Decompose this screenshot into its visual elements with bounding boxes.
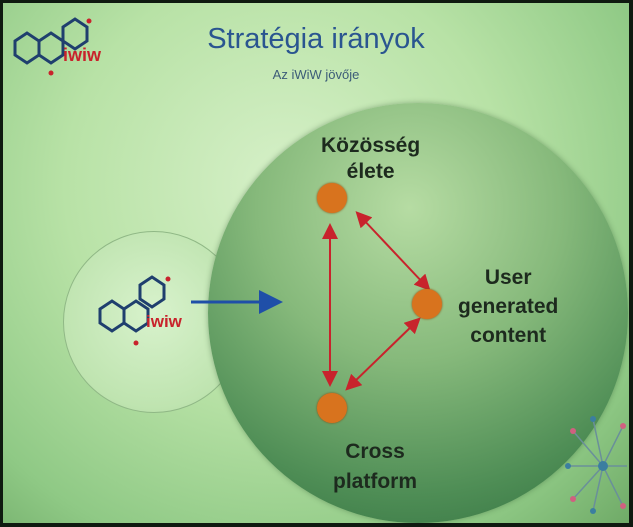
node-cross-label: Cross platform xyxy=(333,440,417,493)
slide-subtitle: Az iWiW jövője xyxy=(272,67,360,82)
presentation-slide: iwiw Stratégia irányok Az iWiW jövője iw… xyxy=(3,3,629,523)
molecule-decoration-icon xyxy=(565,416,627,514)
node-ugc-dot xyxy=(412,289,442,319)
slide-title: Stratégia irányok xyxy=(207,23,425,55)
link-arrow-community-ugc xyxy=(355,211,431,291)
node-community-dot xyxy=(317,183,347,213)
iwiw-logo-icon: iwiw xyxy=(98,275,183,346)
node-ugc-label: User generated content xyxy=(458,266,559,347)
node-cross-dot xyxy=(317,393,347,423)
brand-text: iwiw xyxy=(146,312,183,331)
iwiw-logo-icon: iwiw xyxy=(13,17,102,76)
brand-text: iwiw xyxy=(63,45,102,65)
arrows-layer xyxy=(191,211,431,391)
link-arrow-ugc-cross xyxy=(345,317,421,391)
node-community-label: Közösség élete xyxy=(321,134,421,183)
